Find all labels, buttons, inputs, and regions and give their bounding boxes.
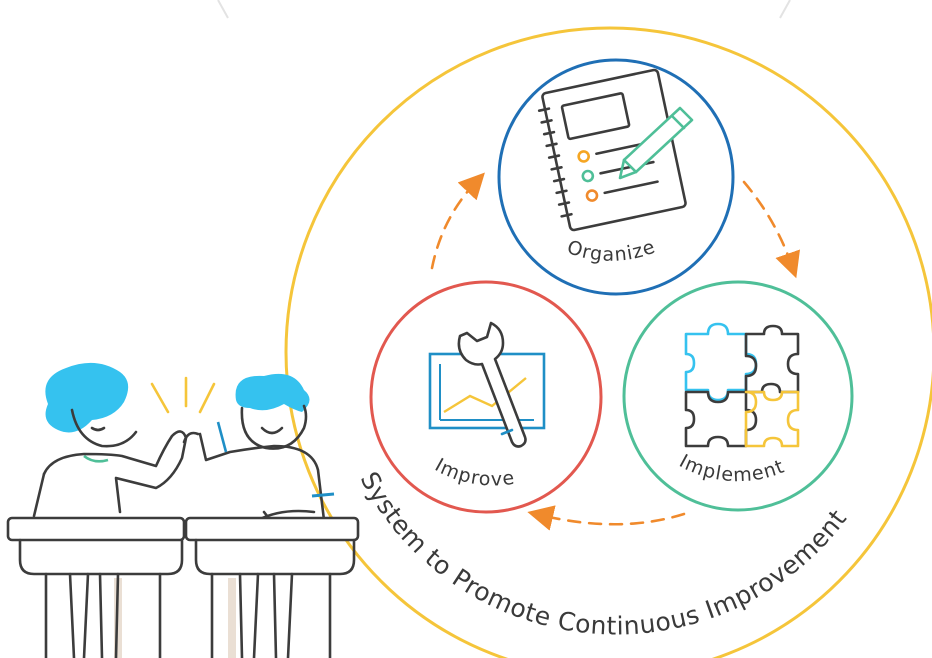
notebook-pencil-icon: [537, 68, 694, 232]
arrow-organize-to-implement: [742, 180, 801, 279]
stage-organize: Organize: [497, 58, 735, 296]
stage-improve: Improve: [369, 280, 603, 514]
students-high-five-icon: [6, 362, 360, 658]
outer-system-ring: [284, 26, 932, 658]
wrench-chart-icon: [428, 321, 546, 448]
arrow-improve-to-organize: [430, 172, 485, 270]
top-decoration: [217, 0, 791, 19]
puzzle-icon: [684, 322, 800, 448]
stage-implement: Implement: [622, 280, 854, 512]
cycle-arrows: [430, 172, 801, 531]
arrow-implement-to-improve: [527, 505, 686, 531]
